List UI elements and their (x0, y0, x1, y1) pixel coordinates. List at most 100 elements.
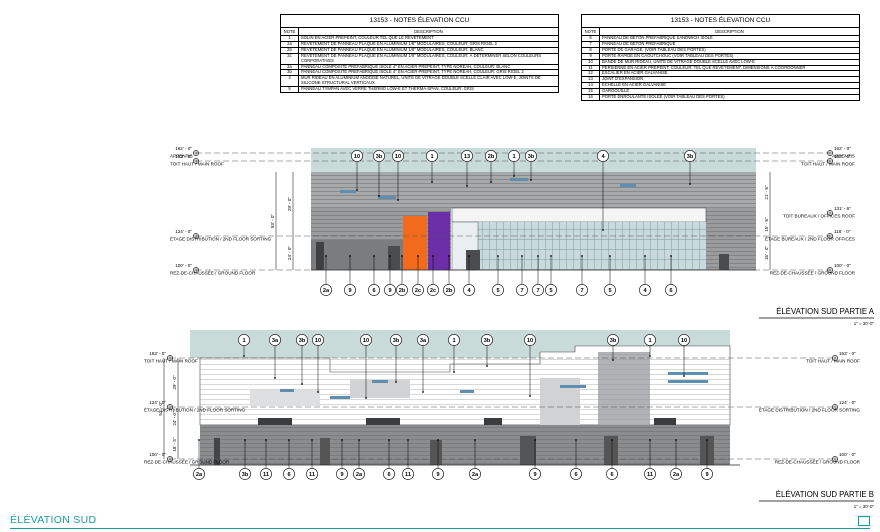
level-value: 131' - 6" (834, 206, 851, 211)
elevation-a-building (311, 148, 756, 271)
tag-leader-dot (341, 439, 343, 441)
notes-row-number: 1 (281, 35, 299, 41)
note-tag-label: 1 (452, 338, 455, 344)
notes-row-number: 5 (281, 86, 299, 93)
dimension-label: 29' - 0" (172, 375, 177, 390)
tag-leader-dot (311, 439, 313, 441)
notes-row-number: 2a (281, 41, 299, 47)
notes-row-number: 10 (582, 59, 600, 65)
note-tag-circle (353, 468, 365, 480)
dimension-label: 21' - 6" (764, 185, 769, 200)
note-tag-circle (545, 284, 557, 296)
note-tag-label: 1 (430, 154, 433, 160)
notes-col-note: NOTE (582, 28, 600, 35)
note-tag-label: 6 (610, 472, 613, 478)
dimension-label: 24' - 0" (172, 411, 177, 426)
notes-table-left: 13153 - NOTES ÉLEVATION CCU NOTE DESCRIP… (280, 14, 559, 94)
notes-row-number: 4 (281, 75, 299, 87)
tag-leader-dot (581, 255, 583, 257)
note-tag-circle (516, 284, 528, 296)
note-tag-circle (396, 284, 408, 296)
notes-row-number: 3a (281, 64, 299, 70)
note-tag-circle (701, 468, 713, 480)
elevation-a-white-frame (451, 207, 707, 223)
note-tag-label: 2a (323, 288, 330, 294)
notes-row-number: 3b (281, 70, 299, 76)
note-tag-label: 2c (430, 288, 436, 294)
level-label: APPENTIS (170, 154, 193, 159)
note-tag-circle (529, 468, 541, 480)
note-tag-circle (576, 284, 588, 296)
tag-leader-dot (468, 255, 470, 257)
note-tag-label: 4 (601, 154, 605, 160)
level-label: TOIT HAUT / MAIN ROOF (144, 359, 198, 364)
tag-leader-dot (432, 255, 434, 257)
note-tag-circle (670, 468, 682, 480)
level-label: ÉTAGE DISTRIBUTION / 2ND FLOOR SORTING (170, 236, 272, 242)
note-tag-label: 6 (387, 472, 390, 478)
tag-leader-dot (649, 355, 651, 357)
tag-leader-dot (325, 255, 327, 257)
note-tag-label: 3b (484, 338, 491, 344)
note-tag-label: 9 (436, 472, 439, 478)
level-value: 100' - 0" (834, 263, 851, 268)
tag-leader-dot (683, 375, 685, 377)
note-tag-circle (492, 284, 504, 296)
notes-row-description: PERSIENNE EN ACIER PRÉPEINT, COULEUR: TE… (602, 64, 806, 70)
note-tag-circle (193, 468, 205, 480)
level-label: REZ-DE-CHAUSSÉE / GROUND FLOOR (770, 270, 856, 276)
note-tag-label: 2b (446, 288, 453, 294)
level-marker-cross (167, 456, 173, 462)
note-tag-circle (469, 468, 481, 480)
notes-row-description: REVÊTEMENT DE PANNEAU PLAQUE EN ALUMINIU… (301, 52, 542, 63)
note-tag-label: 6 (574, 472, 577, 478)
footer-rule (10, 528, 870, 529)
note-tag-circle (312, 334, 324, 346)
tag-leader-dot (349, 255, 351, 257)
dimension-label: 29' - 0" (287, 197, 292, 212)
tag-leader-dot (609, 255, 611, 257)
note-tag-label: 7 (580, 288, 583, 294)
tag-leader-dot (388, 439, 390, 441)
note-tag-label: 3b (376, 154, 383, 160)
tag-leader-dot (474, 439, 476, 441)
tag-leader-dot (378, 195, 380, 197)
notes-col-note: NOTE (281, 28, 299, 35)
note-tag-circle (260, 468, 272, 480)
tag-leader-dot (689, 183, 691, 185)
note-tag-circle (360, 334, 372, 346)
tag-leader-dot (490, 181, 492, 183)
level-value: 153' - 0" (839, 351, 856, 356)
tag-leader-dot (288, 439, 290, 441)
tag-leader-dot (373, 255, 375, 257)
note-tag-circle (532, 284, 544, 296)
level-value: 153' - 0" (149, 351, 166, 356)
note-tag-label: 7 (536, 288, 539, 294)
level-marker-cross (167, 355, 173, 361)
note-tag-circle (448, 334, 460, 346)
note-tag-circle (283, 468, 295, 480)
level-value: 162' - 0" (834, 146, 851, 151)
level-marker-cross (827, 233, 833, 239)
note-tag-circle (606, 468, 618, 480)
level-value: 124' - 0" (149, 400, 166, 405)
note-tag-label: 2a (356, 472, 363, 478)
note-tag-circle (368, 284, 380, 296)
note-tag-label: 13 (464, 154, 470, 160)
note-tag-circle (485, 150, 497, 162)
dimension-label: 16' - 0" (764, 246, 769, 261)
tag-leader-dot (301, 383, 303, 385)
level-marker-cross (832, 355, 838, 361)
note-tag-circle (461, 150, 473, 162)
level-marker-cross (832, 456, 838, 462)
note-tag-label: 5 (549, 288, 552, 294)
tag-leader-dot (675, 439, 677, 441)
note-tag-circle (607, 334, 619, 346)
note-tag-label: 2a (472, 472, 479, 478)
